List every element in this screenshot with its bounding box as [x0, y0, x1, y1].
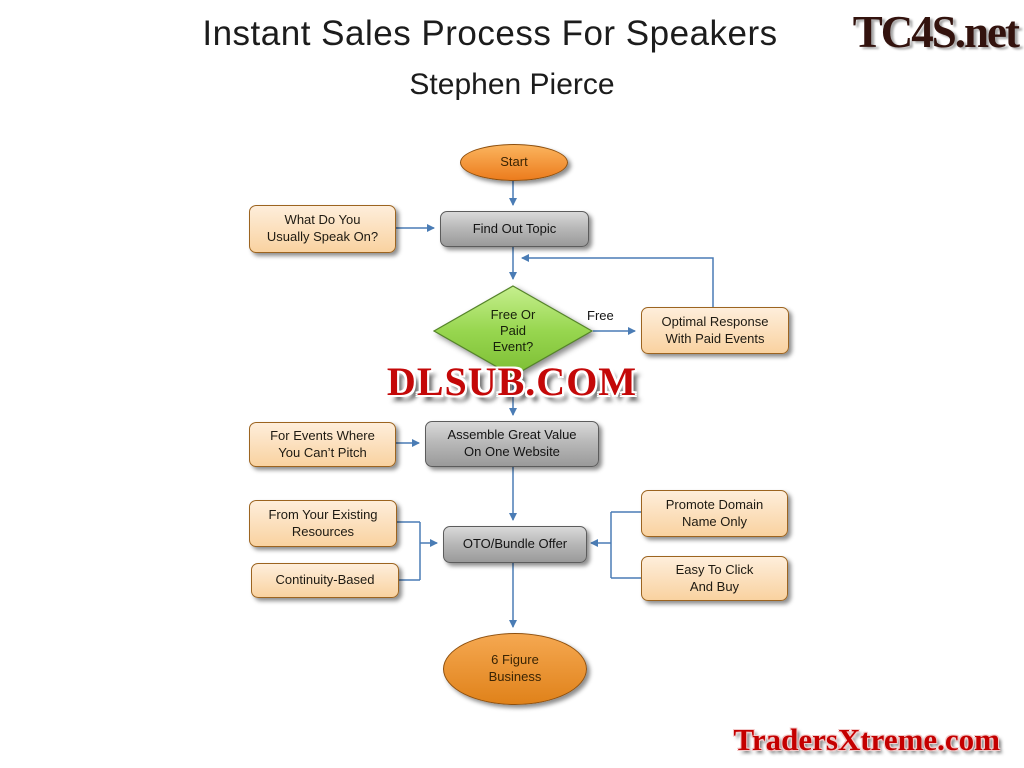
- node-oto: OTO/Bundle Offer: [443, 526, 587, 563]
- node-optimal-response: Optimal Response With Paid Events: [641, 307, 789, 354]
- watermark-dlsub: DLSUB.COM: [386, 359, 638, 404]
- node-from-resources-label: From Your Existing Resources: [268, 506, 378, 539]
- node-start-label: Start: [500, 154, 528, 170]
- node-continuity-label: Continuity-Based: [275, 572, 375, 588]
- page-title: Instant Sales Process For Speakers: [202, 14, 778, 53]
- watermark-tc4s: TC4S.net: [852, 7, 1020, 57]
- node-assemble-label: Assemble Great Value On One Website: [447, 427, 577, 459]
- node-from-resources: From Your Existing Resources: [249, 500, 397, 547]
- node-for-events-label: For Events Where You Can’t Pitch: [270, 427, 375, 460]
- edge-label-free: Free: [587, 308, 614, 323]
- node-promote-domain-label: Promote Domain Name Only: [665, 496, 764, 529]
- node-six-figure: 6 Figure Business: [443, 633, 587, 705]
- node-easy-click-label: Easy To Click And Buy: [675, 561, 754, 594]
- node-free-or-paid-decision: Free Or Paid Event?: [433, 285, 593, 377]
- node-easy-click: Easy To Click And Buy: [641, 556, 788, 601]
- node-six-figure-label: 6 Figure Business: [488, 652, 542, 684]
- node-assemble: Assemble Great Value On One Website: [425, 421, 599, 467]
- node-free-or-paid-label: Free Or Paid Event?: [490, 306, 536, 355]
- decision-diamond-shape: [433, 285, 593, 377]
- node-what-speak-label: What Do You Usually Speak On?: [266, 212, 379, 244]
- page-subtitle: Stephen Pierce: [409, 68, 615, 101]
- watermark-tradersxtreme: TradersXtreme.com: [733, 722, 1000, 757]
- edge-optimal-response-feedback: [521, 254, 714, 307]
- node-continuity: Continuity-Based: [251, 563, 399, 598]
- node-find-out-topic-label: Find Out Topic: [472, 220, 557, 236]
- node-oto-label: OTO/Bundle Offer: [462, 536, 568, 552]
- node-promote-domain: Promote Domain Name Only: [641, 490, 788, 537]
- node-start: Start: [460, 144, 568, 181]
- node-what-speak: What Do You Usually Speak On?: [249, 205, 396, 253]
- node-for-events: For Events Where You Can’t Pitch: [249, 422, 396, 467]
- node-optimal-response-label: Optimal Response With Paid Events: [661, 313, 769, 346]
- node-find-out-topic: Find Out Topic: [440, 211, 589, 247]
